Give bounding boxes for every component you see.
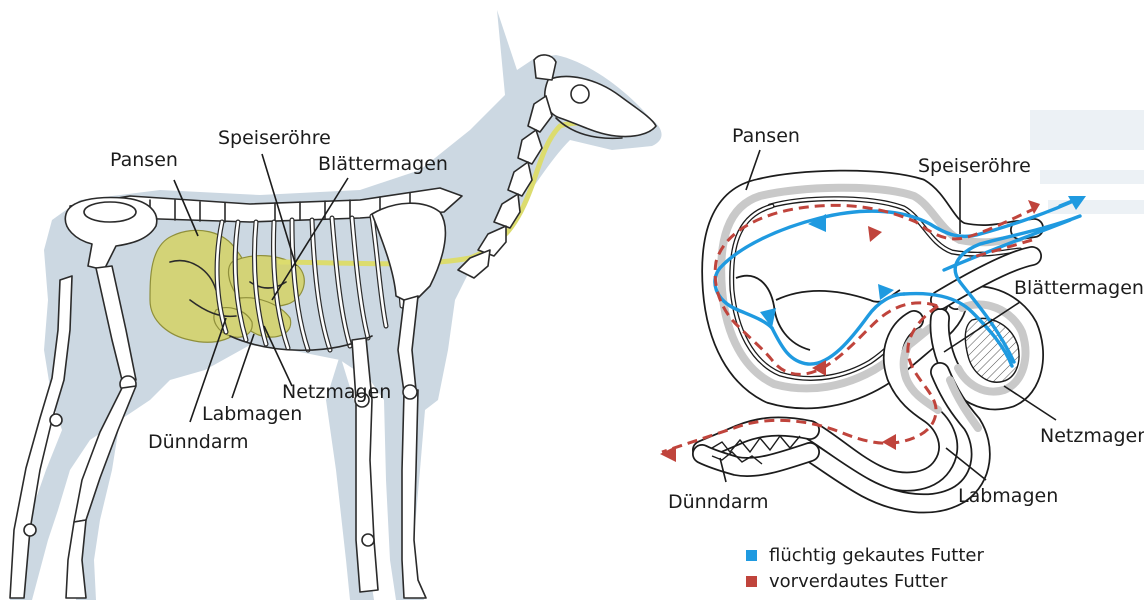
skeleton-label-netzmagen: Netzmagen [282, 381, 391, 403]
skeleton-label-speiseroehre: Speiseröhre [218, 127, 331, 149]
stomach-label-labmagen: Labmagen [958, 485, 1058, 507]
faded-background-text [1030, 110, 1144, 214]
skeleton-label-pansen: Pansen [110, 149, 178, 171]
legend-item-red: vorverdautes Futter [746, 568, 1046, 594]
legend-item-blue: flüchtig gekautes Futter [746, 542, 1046, 568]
legend-label-blue: flüchtig gekautes Futter [769, 545, 984, 566]
legend-label-red: vorverdautes Futter [769, 571, 947, 592]
stomach-label-pansen: Pansen [732, 125, 800, 147]
stomach-label-netzmagen: Netzmagen [1040, 425, 1144, 447]
stomach-label-duenndarm: Dünndarm [668, 491, 768, 513]
stomach-label-speiseroehre: Speiseröhre [918, 155, 1031, 177]
stomach-walls [702, 180, 1034, 504]
skeleton-label-duenndarm: Dünndarm [148, 431, 248, 453]
skeleton-label-blaettermagen: Blättermagen [318, 153, 448, 175]
deer-illustration: Pansen Speiseröhre Blättermagen Netzmage… [10, 10, 662, 600]
legend-swatch-red [746, 576, 757, 587]
legend: flüchtig gekautes Futter vorverdautes Fu… [746, 542, 1046, 594]
skeleton-label-labmagen: Labmagen [202, 403, 302, 425]
stomach-label-blaettermagen: Blättermagen [1014, 277, 1144, 299]
legend-swatch-blue [746, 550, 757, 561]
